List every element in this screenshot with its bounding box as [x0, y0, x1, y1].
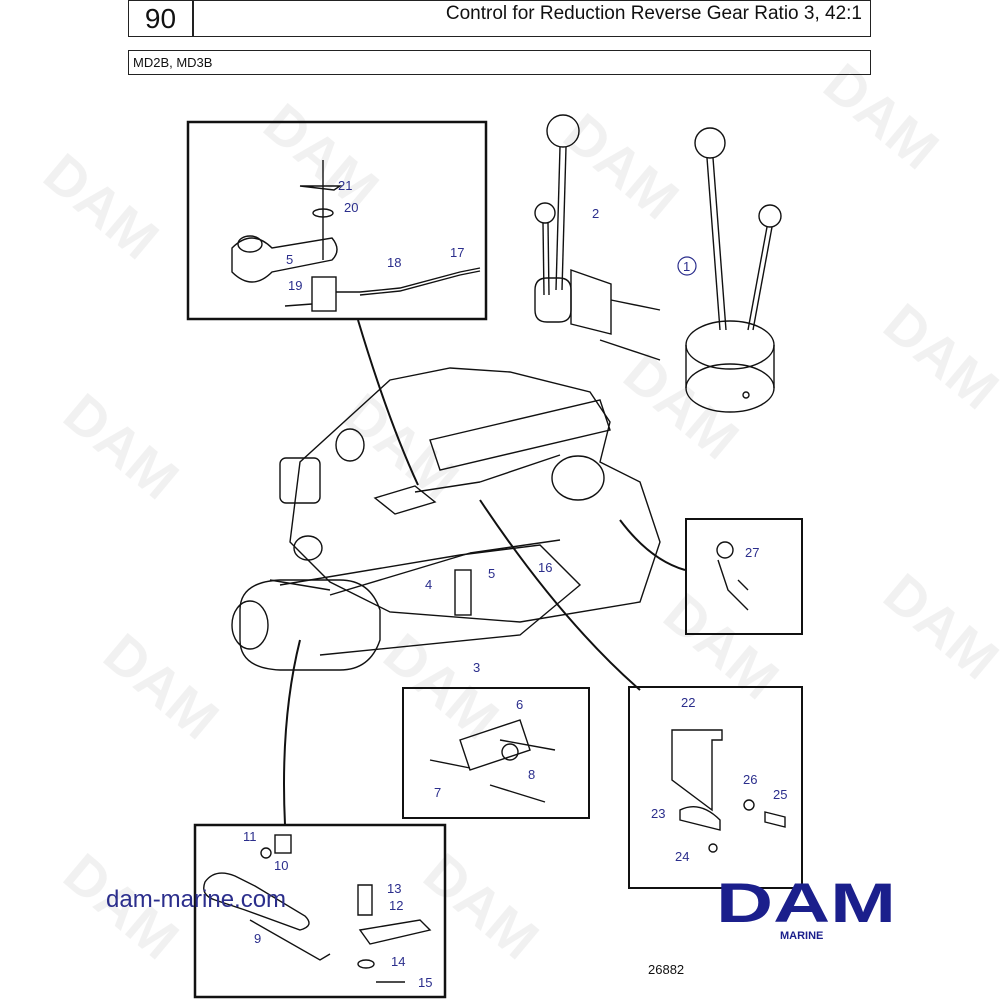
svg-text:25: 25 — [773, 787, 787, 802]
leader-lines — [283, 319, 686, 826]
svg-text:1: 1 — [683, 259, 690, 274]
svg-text:27: 27 — [745, 545, 759, 560]
svg-text:DAM: DAM — [812, 51, 950, 181]
svg-text:DAM: DAM — [872, 561, 1000, 691]
svg-text:DAM: DAM — [252, 91, 390, 221]
watermark: DAM DAM DAM DAM DAM DAM DAM DAM DAM DAM … — [32, 51, 1000, 971]
svg-text:23: 23 — [651, 806, 665, 821]
svg-text:DAM: DAM — [92, 621, 230, 751]
svg-text:DAM: DAM — [372, 621, 510, 751]
svg-text:7: 7 — [434, 785, 441, 800]
svg-text:5: 5 — [286, 252, 293, 267]
svg-text:DAM: DAM — [612, 341, 750, 471]
svg-text:24: 24 — [675, 849, 689, 864]
svg-text:26: 26 — [743, 772, 757, 787]
control-levers — [534, 114, 782, 413]
svg-text:DAM: DAM — [716, 876, 896, 934]
model-list: MD2B, MD3B — [133, 55, 213, 70]
page-number: 90 — [144, 2, 177, 34]
svg-text:17: 17 — [450, 245, 464, 260]
svg-text:13: 13 — [387, 881, 401, 896]
svg-text:19: 19 — [288, 278, 302, 293]
svg-text:6: 6 — [516, 697, 523, 712]
inset-lever — [193, 823, 447, 999]
svg-text:15: 15 — [418, 975, 432, 990]
svg-text:4: 4 — [425, 577, 432, 592]
svg-text:18: 18 — [387, 255, 401, 270]
inset-bracket — [402, 687, 590, 819]
svg-text:DAM: DAM — [552, 101, 690, 231]
svg-text:DAM: DAM — [412, 841, 550, 971]
svg-text:21: 21 — [338, 178, 352, 193]
website-text: dam-marine.com — [106, 886, 287, 913]
drawing-number: 26882 — [648, 962, 685, 977]
svg-text:14: 14 — [391, 954, 405, 969]
svg-text:9: 9 — [254, 931, 261, 946]
svg-text:8: 8 — [528, 767, 535, 782]
logo-subtext: MARINE — [780, 930, 824, 942]
svg-text:DAM: DAM — [652, 581, 790, 711]
dam-logo: DAM — [716, 876, 896, 934]
inset-cable-end — [186, 120, 488, 321]
svg-text:DAM: DAM — [32, 141, 170, 271]
model-box: MD2B, MD3B — [128, 50, 871, 75]
svg-text:5: 5 — [488, 566, 495, 581]
svg-text:10: 10 — [274, 858, 288, 873]
svg-text:11: 11 — [243, 829, 257, 844]
svg-text:16: 16 — [538, 560, 552, 575]
svg-text:22: 22 — [681, 695, 695, 710]
svg-text:20: 20 — [344, 200, 358, 215]
title-box: Control for Reduction Reverse Gear Ratio… — [193, 0, 871, 37]
svg-text:12: 12 — [389, 898, 403, 913]
svg-text:2: 2 — [592, 206, 599, 221]
svg-text:3: 3 — [473, 660, 480, 675]
svg-text:DAM: DAM — [872, 291, 1000, 421]
svg-text:DAM: DAM — [52, 381, 190, 511]
inset-mount — [628, 686, 803, 889]
inset-swivel — [685, 518, 803, 635]
page-number-box: 90 — [128, 0, 193, 37]
engine-drawing — [231, 367, 661, 671]
page-title: Control for Reduction Reverse Gear Ratio… — [445, 3, 862, 24]
